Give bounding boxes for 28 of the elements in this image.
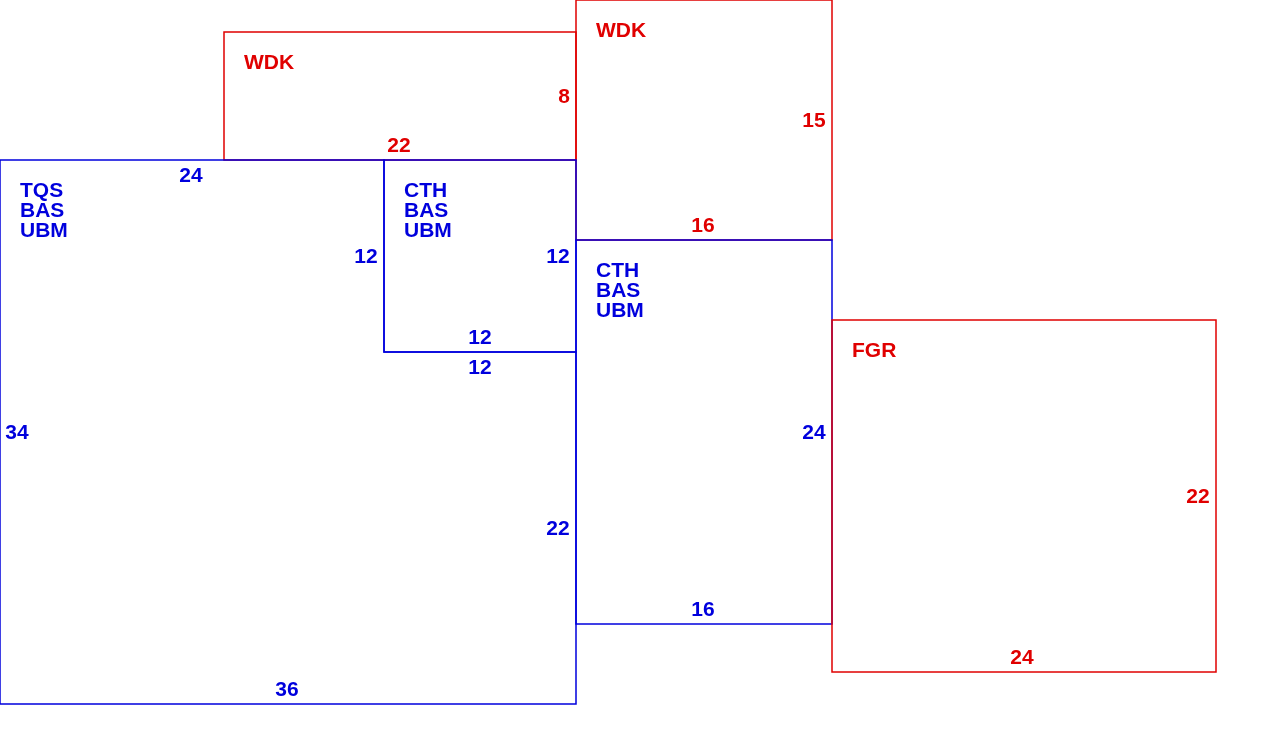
dimension-label: 12 [468, 356, 492, 378]
room-code: WDK [596, 20, 647, 40]
room-code: WDK [244, 52, 295, 72]
room-code: CTH [596, 260, 640, 280]
dimension-label: 34 [5, 421, 29, 443]
room-code: CTH [404, 180, 448, 200]
dimension-label: 22 [1186, 485, 1210, 507]
room-code: UBM [20, 220, 68, 240]
room-code: BAS [404, 200, 449, 220]
room-code: BAS [20, 200, 65, 220]
dimension-label: 12 [546, 245, 570, 267]
room-code: FGR [852, 340, 897, 360]
room-code: TQS [20, 180, 64, 200]
dimension-label: 24 [1010, 646, 1034, 668]
dimension-label: 24 [802, 421, 826, 443]
dimension-label: 16 [691, 598, 715, 620]
dimension-label: 24 [179, 164, 203, 186]
dimension-label: 22 [387, 134, 411, 156]
dimension-label: 8 [558, 85, 570, 107]
room-code: BAS [596, 280, 641, 300]
dimension-label: 36 [275, 678, 299, 700]
dimension-label: 16 [691, 214, 715, 236]
room-code: UBM [596, 300, 644, 320]
dimension-label: 12 [354, 245, 378, 267]
dimension-label: 15 [802, 109, 826, 131]
dimension-label: 12 [468, 326, 492, 348]
dimension-label: 22 [546, 517, 570, 539]
room-code: UBM [404, 220, 452, 240]
